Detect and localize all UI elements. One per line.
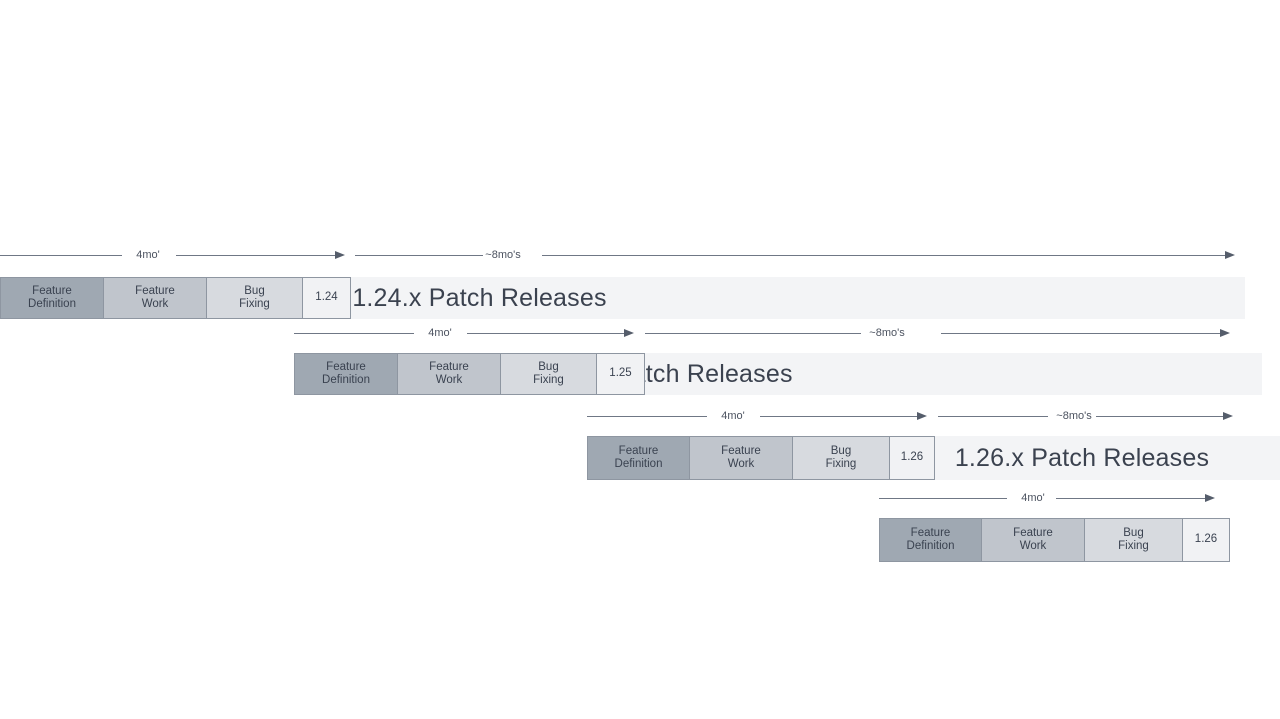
patch-duration-label: ~8mo's	[1056, 410, 1092, 422]
phase-bar-1-26-next: Feature Definition Feature Work Bug Fixi…	[879, 518, 1231, 562]
phase-label-line1: Feature	[32, 284, 72, 297]
patch-duration-arrow-1-25: ~8mo's	[645, 326, 1230, 348]
patch-duration-label: ~8mo's	[485, 249, 521, 261]
phase-bug-fixing[interactable]: Bug Fixing	[1084, 518, 1183, 562]
version-chip-label: 1.25	[609, 367, 632, 380]
version-chip[interactable]: 1.26	[1182, 518, 1230, 562]
dev-duration-arrow-1-26-next: 4mo'	[879, 491, 1215, 513]
phase-label-line1: Feature	[326, 360, 366, 373]
dim-arrowhead-icon	[1223, 412, 1233, 421]
phase-feature-definition[interactable]: Feature Definition	[0, 277, 104, 319]
phase-feature-work[interactable]: Feature Work	[689, 436, 793, 480]
version-chip-label: 1.26	[900, 451, 924, 464]
phase-bar-1-25: Feature Definition Feature Work Bug Fixi…	[294, 353, 646, 395]
phase-bar-1-26: Feature Definition Feature Work Bug Fixi…	[587, 436, 937, 480]
dim-line-right	[1096, 416, 1224, 417]
phase-feature-definition[interactable]: Feature Definition	[294, 353, 398, 395]
phase-feature-work[interactable]: Feature Work	[103, 277, 207, 319]
version-chip-label: 1.26	[1194, 533, 1218, 546]
phase-feature-work[interactable]: Feature Work	[981, 518, 1085, 562]
release-row-1-25: 4mo' ~8mo's 1.25.x Patch Releases Featur…	[0, 326, 1280, 398]
phase-label-line1: Feature	[1013, 526, 1053, 539]
dim-line-left	[938, 416, 1048, 417]
phase-label-line2: Definition	[28, 298, 76, 310]
phase-feature-definition[interactable]: Feature Definition	[879, 518, 982, 562]
patch-duration-label: ~8mo's	[869, 327, 905, 339]
phase-label-line2: Definition	[614, 458, 663, 470]
phase-feature-definition[interactable]: Feature Definition	[587, 436, 690, 480]
dev-duration-arrow-1-24: 4mo'	[0, 248, 345, 270]
phase-feature-work[interactable]: Feature Work	[397, 353, 501, 395]
phase-label-line1: Bug	[830, 444, 852, 457]
dim-line-left	[0, 255, 122, 256]
patch-release-band-label: 1.26.x Patch Releases	[954, 443, 1210, 472]
dim-line-right	[760, 416, 918, 417]
dim-arrowhead-icon	[917, 412, 927, 421]
phase-bug-fixing[interactable]: Bug Fixing	[500, 353, 597, 395]
dim-line-right	[542, 255, 1226, 256]
phase-label-line2: Work	[1019, 540, 1047, 552]
release-row-1-24: 4mo' ~8mo's 1.24.x Patch Releases Featur…	[0, 248, 1280, 320]
release-row-1-26-next: 4mo' Feature Definition Feature Work Bug…	[0, 491, 1280, 563]
dev-duration-label: 4mo'	[1021, 492, 1045, 504]
patch-duration-arrow-1-26: ~8mo's	[938, 409, 1233, 431]
phase-label-line2: Work	[141, 298, 169, 310]
dev-duration-label: 4mo'	[721, 410, 745, 422]
version-chip[interactable]: 1.26	[889, 436, 935, 480]
dim-line-right	[176, 255, 336, 256]
phase-label-line2: Definition	[322, 374, 370, 386]
phase-label-line1: Bug	[244, 284, 265, 297]
dim-line-left	[294, 333, 414, 334]
dim-arrowhead-icon	[624, 329, 634, 338]
dev-duration-arrow-1-26: 4mo'	[587, 409, 927, 431]
phase-bar-1-24: Feature Definition Feature Work Bug Fixi…	[0, 277, 352, 319]
dev-duration-label: 4mo'	[428, 327, 452, 339]
dim-line-left	[879, 498, 1007, 499]
phase-label-line1: Feature	[910, 526, 951, 539]
phase-label-line2: Definition	[906, 540, 955, 552]
dim-line-left	[645, 333, 861, 334]
dim-line-left	[355, 255, 483, 256]
dim-line-right	[467, 333, 625, 334]
dim-line-right	[1056, 498, 1206, 499]
version-chip-label: 1.24	[315, 291, 338, 304]
phase-label-line2: Work	[727, 458, 755, 470]
release-row-1-26: 4mo' ~8mo's 1.26.x Patch Releases Featur…	[0, 409, 1280, 481]
phase-label-line2: Work	[435, 374, 463, 386]
phase-label-line2: Fixing	[239, 298, 270, 310]
patch-duration-arrow-1-24: ~8mo's	[355, 248, 1235, 270]
dev-duration-arrow-1-25: 4mo'	[294, 326, 634, 348]
dim-line-left	[587, 416, 707, 417]
phase-label-line1: Feature	[429, 360, 469, 373]
phase-label-line1: Feature	[618, 444, 659, 457]
phase-label-line1: Feature	[135, 284, 175, 297]
phase-label-line2: Fixing	[533, 374, 564, 386]
phase-label-line2: Fixing	[825, 458, 857, 470]
phase-label-line2: Fixing	[1118, 540, 1149, 552]
patch-release-band-label: 1.24.x Patch Releases	[352, 283, 607, 312]
version-chip[interactable]: 1.25	[596, 353, 645, 395]
phase-bug-fixing[interactable]: Bug Fixing	[206, 277, 303, 319]
version-chip[interactable]: 1.24	[302, 277, 351, 319]
phase-label-line1: Bug	[538, 360, 559, 373]
phase-label-line1: Bug	[1123, 526, 1144, 539]
phase-label-line1: Feature	[721, 444, 761, 457]
phase-bug-fixing[interactable]: Bug Fixing	[792, 436, 890, 480]
dim-arrowhead-icon	[1225, 251, 1235, 260]
dim-arrowhead-icon	[335, 251, 345, 260]
dim-arrowhead-icon	[1205, 494, 1215, 503]
dev-duration-label: 4mo'	[136, 249, 160, 261]
dim-arrowhead-icon	[1220, 329, 1230, 338]
dim-line-right	[941, 333, 1221, 334]
